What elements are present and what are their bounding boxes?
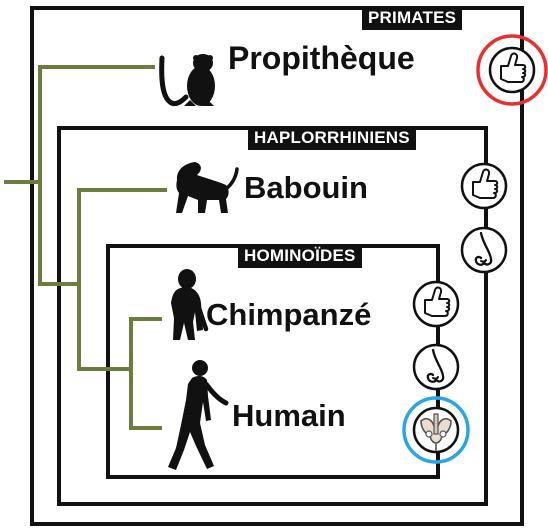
species-propitheque: Propithèque bbox=[228, 40, 415, 77]
chimpanzee-silhouette-icon bbox=[171, 269, 206, 340]
opposable-thumb-icon bbox=[414, 282, 458, 326]
species-chimpanze: Chimpanzé bbox=[206, 297, 371, 333]
opposable-thumb-icon bbox=[490, 48, 534, 92]
species-babouin: Babouin bbox=[244, 170, 368, 206]
baboon-silhouette-icon bbox=[176, 162, 237, 213]
pelvis-icon bbox=[414, 408, 458, 452]
phylogenetic-tree bbox=[6, 67, 165, 428]
nose-icon bbox=[462, 228, 506, 272]
human-silhouette-icon bbox=[168, 360, 226, 470]
nose-icon bbox=[414, 345, 458, 389]
opposable-thumb-icon bbox=[462, 164, 506, 208]
lemur-silhouette-icon bbox=[162, 54, 215, 106]
species-humain: Humain bbox=[232, 398, 346, 434]
